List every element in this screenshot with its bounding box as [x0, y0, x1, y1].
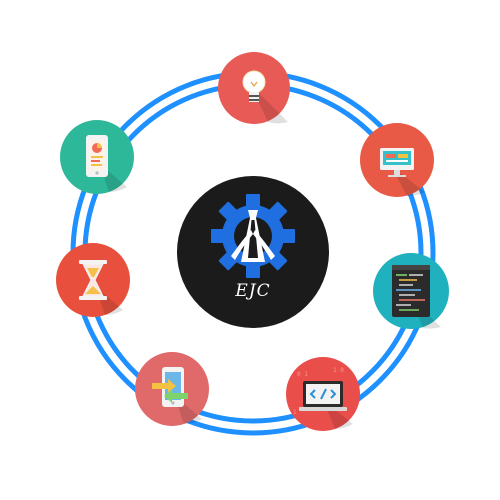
- svg-text:0 1: 0 1: [297, 371, 308, 378]
- node-lightbulb: [218, 52, 290, 124]
- gear-icon: [211, 194, 295, 278]
- node-code-laptop: 0 1 1 0 1: [286, 357, 360, 431]
- svg-text:1 0: 1 0: [333, 367, 344, 374]
- mobile-chart-icon: [86, 135, 108, 177]
- node-code-terminal: [373, 253, 449, 329]
- node-mobile-chart: [60, 120, 134, 194]
- node-monitor: [360, 123, 434, 197]
- svg-text:1: 1: [293, 409, 297, 416]
- code-terminal-icon: [392, 265, 430, 317]
- hourglass-icon: [79, 260, 107, 300]
- node-phone-sync: [135, 352, 209, 426]
- code-laptop-icon: 0 1 1 0 1: [293, 367, 347, 416]
- node-hourglass: [56, 243, 130, 317]
- logo-text: EJC: [234, 281, 270, 301]
- monitor-icon: [380, 148, 414, 177]
- phone-sync-icon: [152, 367, 188, 407]
- lightbulb-icon: [242, 70, 266, 102]
- center-logo: EJC: [177, 176, 329, 328]
